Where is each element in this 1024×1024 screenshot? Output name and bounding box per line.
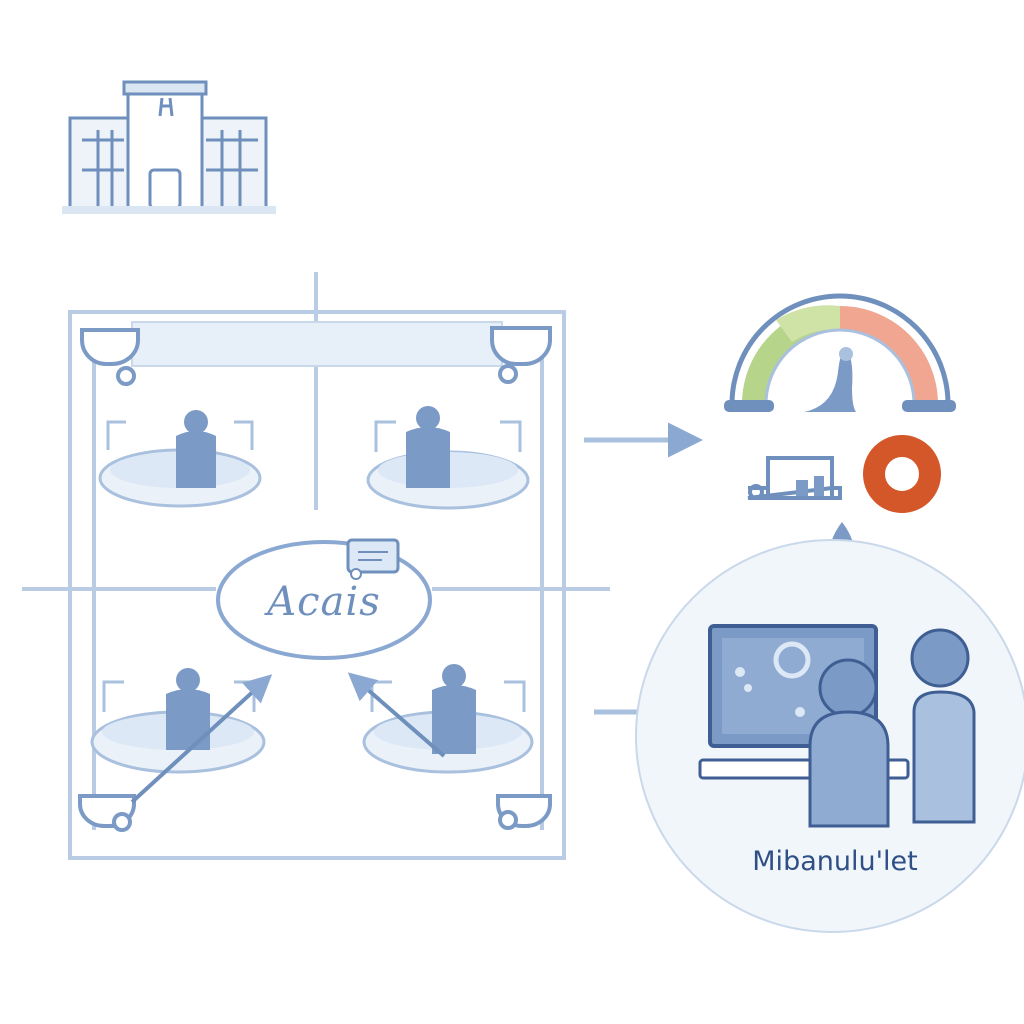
- clamp-bottom-left: [78, 794, 136, 832]
- station-bottom-right: [362, 664, 534, 774]
- arrow-bottom-left-to-center: [130, 674, 273, 804]
- clamp-top-left: [80, 328, 140, 386]
- gauge-meter-icon: [724, 293, 956, 412]
- person-figure: [176, 410, 216, 488]
- tag-card-icon: [346, 538, 400, 580]
- person-figure: [432, 664, 476, 754]
- orange-ring-icon: [863, 435, 941, 513]
- school-building-icon: [62, 80, 276, 214]
- rig-frame: [22, 272, 610, 860]
- person-standing: [910, 628, 976, 824]
- arrow-bottom-right-to-center: [347, 672, 446, 758]
- person-figure: [406, 406, 450, 488]
- station-top-right: [366, 406, 530, 510]
- person-at-desk: [808, 658, 890, 828]
- clamp-bottom-right: [496, 794, 552, 830]
- station-top-left: [98, 410, 262, 508]
- station-bottom-left: [90, 668, 266, 774]
- person-figure: [166, 668, 210, 750]
- monitoring-caption: Mibanulu'let: [752, 846, 918, 877]
- top-beam: [131, 321, 503, 367]
- cart-machine-icon: [747, 456, 842, 500]
- clamp-top-right: [490, 326, 552, 384]
